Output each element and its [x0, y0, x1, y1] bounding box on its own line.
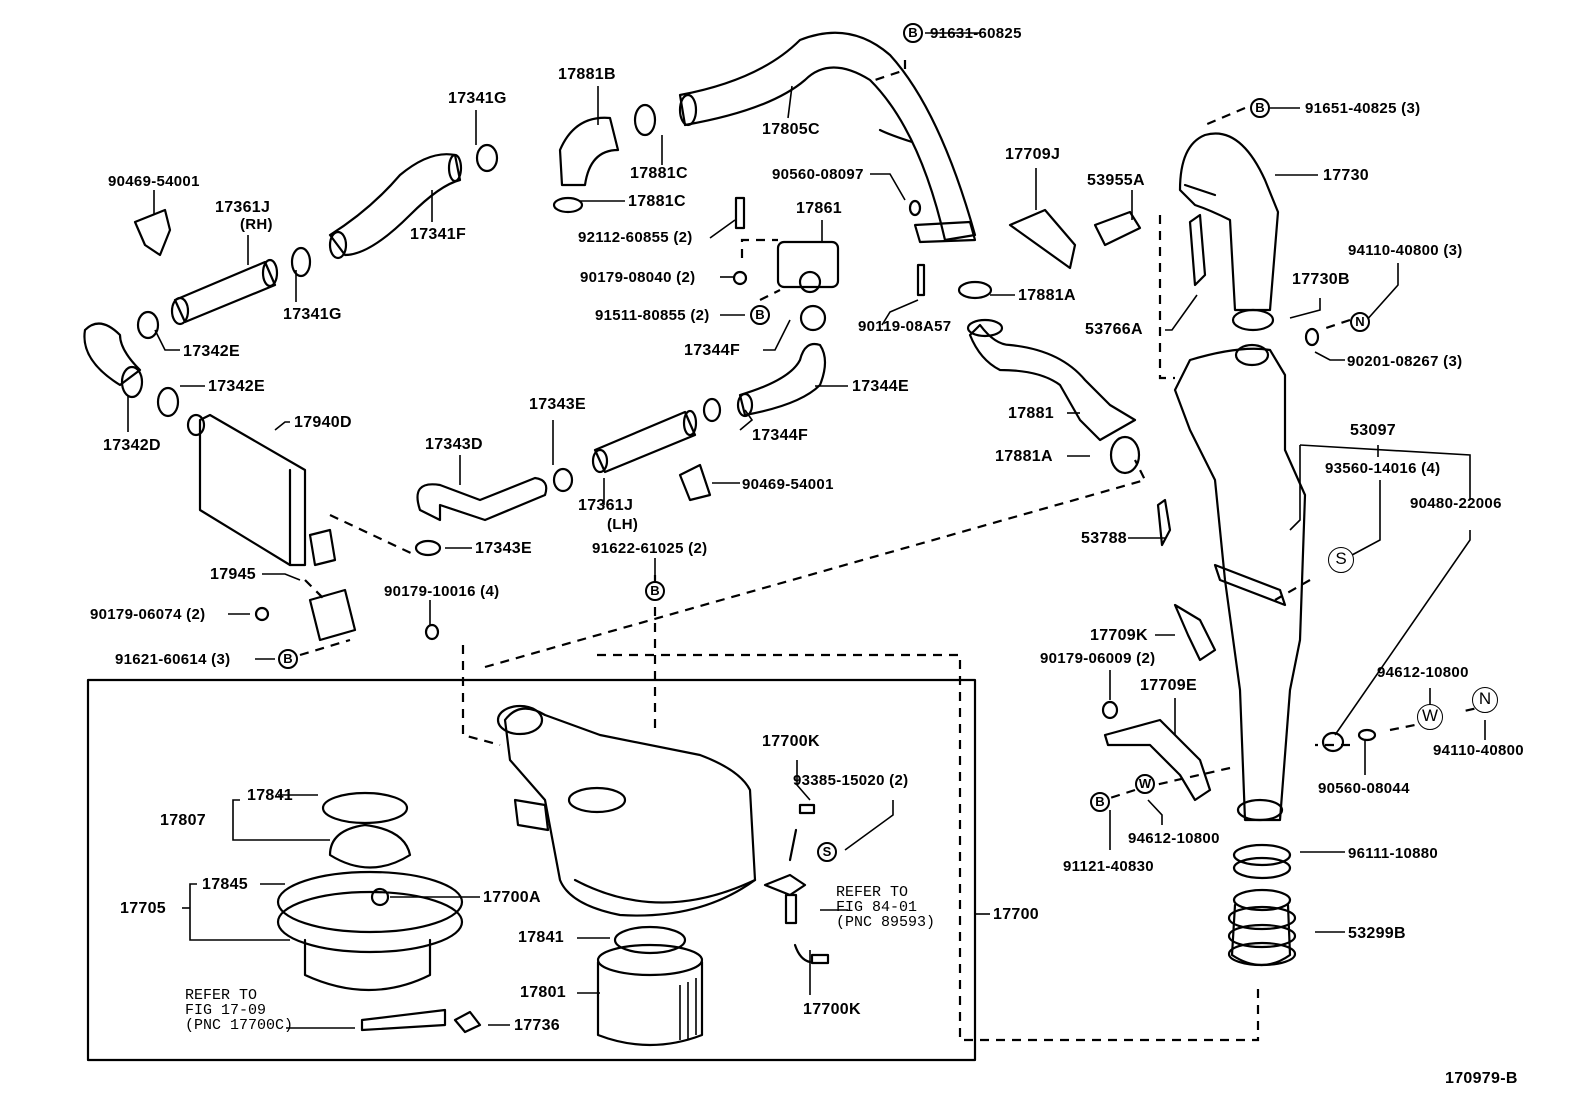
part-label-17861[interactable]: 17861	[796, 200, 842, 217]
part-label-17881[interactable]: 17881	[1008, 405, 1054, 422]
part-label-17881C[interactable]: 17881C	[628, 193, 686, 210]
part-label-90560-08097[interactable]: 90560-08097	[772, 166, 864, 183]
part-label-94110-40800[interactable]: 94110-40800	[1433, 742, 1524, 759]
part-label-93560-14016[interactable]: 93560-14016 (4)	[1325, 460, 1441, 477]
part-label-17881A[interactable]: 17881A	[1018, 287, 1076, 304]
part-label-17343E[interactable]: 17343E	[529, 396, 586, 413]
part-label-17344F[interactable]: 17344F	[684, 342, 741, 359]
part-label-17343E[interactable]: 17343E	[475, 540, 532, 557]
bolt-symbol-icon: B	[1250, 98, 1270, 118]
part-label-17709J[interactable]: 17709J	[1005, 146, 1061, 163]
part-label-17807[interactable]: 17807	[160, 812, 206, 829]
part-label-91651-40825[interactable]: 91651-40825 (3)	[1305, 100, 1421, 117]
part-label-90119-08A57[interactable]: 90119-08A57	[858, 318, 952, 335]
part-label-17945[interactable]: 17945	[210, 566, 256, 583]
part-label-17940D[interactable]: 17940D	[294, 414, 352, 431]
side-note-rh: (RH)	[240, 216, 273, 233]
part-label-92112-60855[interactable]: 92112-60855 (2)	[578, 229, 693, 246]
part-label-90469-54001[interactable]: 90469-54001	[742, 476, 834, 493]
part-label-94110-40800-3[interactable]: 94110-40800 (3)	[1348, 242, 1463, 259]
part-label-91121-40830[interactable]: 91121-40830	[1063, 858, 1154, 875]
part-label-17805C[interactable]: 17805C	[762, 121, 820, 138]
part-label-53788[interactable]: 53788	[1081, 530, 1127, 547]
part-label-96111-10880[interactable]: 96111-10880	[1348, 845, 1439, 862]
part-label-17700A[interactable]: 17700A	[483, 889, 541, 906]
side-note-lh: (LH)	[607, 516, 639, 533]
part-label-91622-61025[interactable]: 91622-61025 (2)	[592, 540, 708, 557]
screw-symbol-icon: S	[817, 842, 837, 862]
nut-symbol-icon: N	[1472, 687, 1498, 713]
refer-note-fig-84-01: REFER TO FIG 84-01 (PNC 89593)	[836, 884, 936, 931]
part-label-17730[interactable]: 17730	[1323, 167, 1369, 184]
part-label-17341G[interactable]: 17341G	[448, 90, 507, 107]
part-label-17881B[interactable]: 17881B	[558, 66, 616, 83]
part-label-17341G[interactable]: 17341G	[283, 306, 342, 323]
part-label-90179-06074[interactable]: 90179-06074 (2)	[90, 606, 206, 623]
part-label-17845[interactable]: 17845	[202, 876, 248, 893]
part-label-91511-80855[interactable]: 91511-80855 (2)	[595, 307, 710, 324]
part-label-94612-10800[interactable]: 94612-10800	[1377, 664, 1469, 681]
part-label-90480-22006[interactable]: 90480-22006	[1410, 495, 1502, 512]
screw-symbol-icon: S	[1328, 547, 1354, 573]
part-label-17361J-lh[interactable]: 17361J	[578, 497, 634, 514]
part-label-17700K[interactable]: 17700K	[803, 1001, 861, 1018]
part-label-17344E[interactable]: 17344E	[852, 378, 909, 395]
part-label-90179-10016[interactable]: 90179-10016 (4)	[384, 583, 500, 600]
nut-symbol-icon: N	[1350, 312, 1370, 332]
dashed-guides	[299, 60, 1491, 1042]
part-label-53955A[interactable]: 53955A	[1087, 172, 1145, 189]
part-label-17736[interactable]: 17736	[514, 1017, 560, 1034]
part-label-53766A[interactable]: 53766A	[1085, 321, 1143, 338]
part-label-90179-08040[interactable]: 90179-08040 (2)	[580, 269, 696, 286]
bolt-symbol-icon: B	[1090, 792, 1110, 812]
part-label-17342E[interactable]: 17342E	[208, 378, 265, 395]
figure-id: 170979-B	[1445, 1070, 1518, 1087]
part-label-17344F[interactable]: 17344F	[752, 427, 809, 444]
washer-symbol-icon: W	[1417, 704, 1443, 730]
part-label-17341F[interactable]: 17341F	[410, 226, 467, 243]
part-label-17361J-rh[interactable]: 17361J	[215, 199, 271, 216]
refer-note-fig-17-09: REFER TO FIG 17-09 (PNC 17700C)	[185, 987, 294, 1034]
part-label-93385-15020[interactable]: 93385-15020 (2)	[793, 772, 909, 789]
part-label-53299B[interactable]: 53299B	[1348, 925, 1406, 942]
leader-lines	[127, 32, 1486, 1029]
bolt-symbol-icon: B	[278, 649, 298, 669]
part-label-17841[interactable]: 17841	[247, 787, 293, 804]
bolt-symbol-icon: B	[750, 305, 770, 325]
washer-symbol-icon: W	[1135, 774, 1155, 794]
part-label-17881A[interactable]: 17881A	[995, 448, 1053, 465]
assembly-frame	[86, 678, 977, 1062]
part-label-90560-08044[interactable]: 90560-08044	[1318, 780, 1410, 797]
part-label-17705[interactable]: 17705	[120, 900, 166, 917]
part-label-91621-60614[interactable]: 91621-60614 (3)	[115, 651, 231, 668]
part-label-17730B[interactable]: 17730B	[1292, 271, 1350, 288]
part-label-17700[interactable]: 17700	[993, 906, 1039, 923]
part-label-94612-10800[interactable]: 94612-10800	[1128, 830, 1220, 847]
bolt-symbol-icon: B	[645, 581, 665, 601]
part-label-90469-54001[interactable]: 90469-54001	[108, 173, 200, 190]
part-label-17342D[interactable]: 17342D	[103, 437, 161, 454]
part-label-17801[interactable]: 17801	[520, 984, 566, 1001]
part-label-90201-08267[interactable]: 90201-08267 (3)	[1347, 353, 1463, 370]
part-label-91631-60825[interactable]: 91631-60825	[930, 25, 1022, 42]
part-drawings	[83, 31, 1377, 1047]
part-label-17709K[interactable]: 17709K	[1090, 627, 1148, 644]
part-label-17343D[interactable]: 17343D	[425, 436, 483, 453]
part-label-17709E[interactable]: 17709E	[1140, 677, 1197, 694]
part-label-53097[interactable]: 53097	[1350, 422, 1396, 439]
part-label-90179-06009[interactable]: 90179-06009 (2)	[1040, 650, 1156, 667]
part-label-17700K[interactable]: 17700K	[762, 733, 820, 750]
part-label-17881C[interactable]: 17881C	[630, 165, 688, 182]
bolt-symbol-icon: B	[903, 23, 923, 43]
part-label-17841[interactable]: 17841	[518, 929, 564, 946]
part-label-17342E[interactable]: 17342E	[183, 343, 240, 360]
